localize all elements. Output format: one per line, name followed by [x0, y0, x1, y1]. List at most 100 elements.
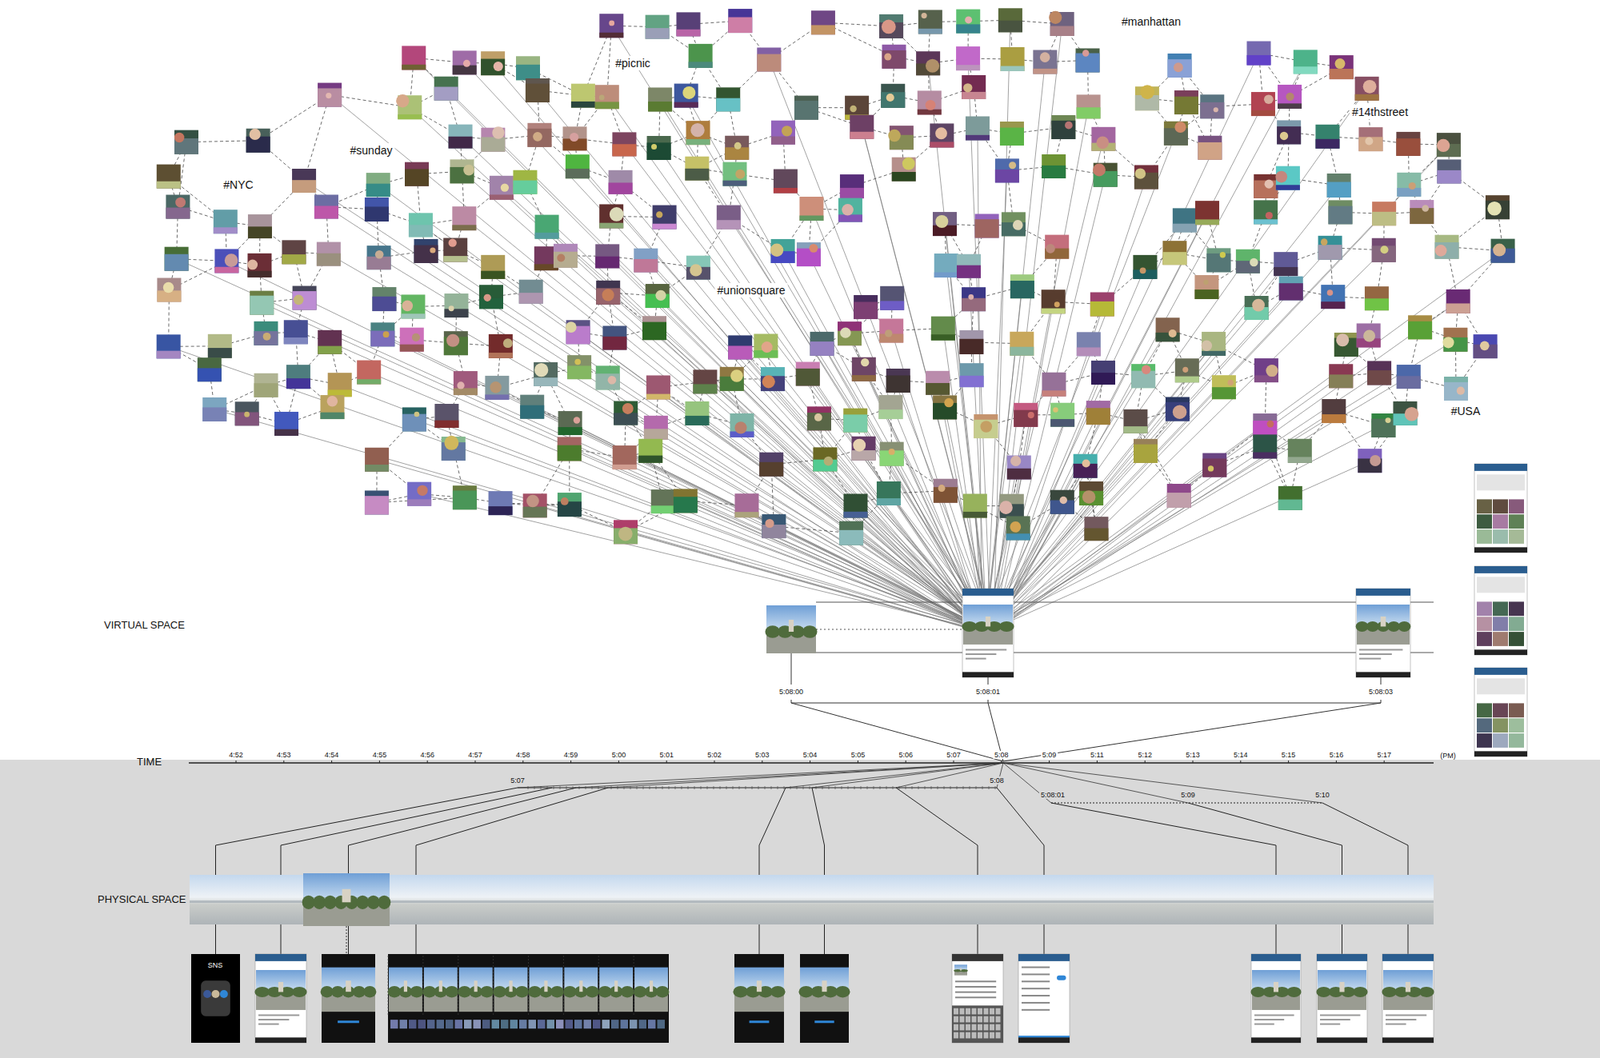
time-label: 5:02 [705, 751, 724, 760]
photo-thumbnail [839, 521, 864, 546]
photo-thumbnail [638, 439, 663, 464]
building [404, 980, 408, 992]
photo-detail [964, 16, 972, 24]
axis-tick [379, 760, 380, 764]
leader-line [791, 653, 792, 685]
app-header [952, 954, 1004, 962]
photo-detail [1435, 244, 1448, 257]
photo-detail [838, 214, 863, 222]
photo-detail [503, 338, 513, 348]
sub-tick [656, 786, 657, 790]
photo-detail [925, 383, 950, 396]
photo-detail [1140, 84, 1155, 100]
photo-detail [560, 497, 569, 506]
sub-tick [732, 786, 734, 790]
photo-detail [1086, 408, 1111, 425]
photo-detail [1249, 258, 1258, 267]
photo-detail [878, 409, 903, 420]
text-line [1254, 1014, 1295, 1016]
photo-thumbnail [1408, 315, 1432, 340]
grid-photo [1508, 733, 1524, 748]
photo-detail [888, 448, 896, 456]
photo-detail [796, 248, 821, 267]
hub-line [990, 106, 1089, 632]
photo-thumbnail [1277, 84, 1302, 109]
photo-thumbnail [933, 479, 958, 504]
photo-detail [764, 519, 774, 528]
photo-detail [960, 376, 984, 388]
photo-detail [1064, 121, 1073, 130]
photo-detail [963, 512, 988, 519]
photo-detail [647, 142, 672, 160]
photo-thumbnail [372, 287, 396, 312]
time-label: 4:55 [371, 751, 389, 760]
photo-detail [327, 396, 339, 408]
photo-detail [1212, 387, 1236, 400]
axis-tick [570, 760, 572, 764]
photo-detail [356, 379, 381, 384]
photo-thumbnail [716, 87, 740, 112]
photo-detail [565, 321, 577, 333]
photo-thumbnail [956, 9, 980, 34]
photo-detail [1436, 170, 1461, 184]
photo-detail [248, 226, 272, 239]
photo-detail [809, 244, 819, 253]
photo-thumbnail [931, 316, 956, 341]
photo-thumbnail [1279, 276, 1304, 301]
photo-detail [1364, 298, 1389, 311]
photo-detail [642, 322, 667, 341]
photo-detail [1000, 66, 1025, 72]
time-label: 5:05 [849, 751, 868, 760]
photo-detail [633, 259, 658, 273]
fan-line [1003, 763, 1323, 804]
leader-line [416, 788, 608, 955]
photo-thumbnail [452, 50, 477, 75]
sub-tick [777, 786, 779, 790]
photo-thumbnail [773, 169, 798, 194]
time-label: 5:15 [1280, 751, 1298, 760]
photo-detail [281, 254, 306, 264]
sub-tick [688, 786, 689, 790]
photo-thumbnail [208, 334, 232, 359]
building [439, 980, 443, 992]
photo-detail [1385, 417, 1392, 424]
sub-tick [713, 786, 715, 790]
grid-photo [1476, 703, 1492, 718]
photo-thumbnail [1091, 360, 1116, 385]
photo-detail [444, 436, 459, 451]
photo-detail [480, 136, 505, 152]
hub-line [569, 448, 984, 632]
sub-tick [835, 786, 836, 790]
text-line [1385, 1024, 1407, 1026]
photo-thumbnail [1076, 332, 1101, 356]
photo-detail [595, 256, 620, 269]
photo-detail [1492, 244, 1506, 257]
axis-tick [283, 760, 284, 764]
sub-tick [976, 786, 977, 790]
photo-detail [1131, 371, 1156, 388]
photo-detail [1318, 244, 1343, 260]
hashtag-label: #USA [1448, 404, 1484, 419]
app-header [1382, 954, 1434, 962]
sub-tick [700, 786, 702, 790]
photo-detail [925, 100, 936, 111]
photo-detail [686, 139, 711, 145]
photo-thumbnail [408, 212, 433, 237]
time-label: 4:54 [323, 751, 341, 760]
photo-thumbnail [929, 123, 954, 148]
photo-detail [1050, 419, 1075, 428]
hub-line [414, 419, 994, 632]
photo-detail [1408, 321, 1432, 340]
key [965, 1024, 971, 1032]
section-label: VIRTUAL SPACE [104, 620, 185, 632]
photo-thumbnail [1131, 364, 1156, 388]
sub-tick [662, 786, 664, 790]
photo-detail [796, 368, 820, 387]
key [989, 1024, 995, 1032]
photo-detail [973, 420, 998, 439]
photo-thumbnail [1041, 154, 1066, 179]
sub-tick [924, 786, 926, 790]
screen-bg [1474, 668, 1528, 757]
filter-thumb [492, 1020, 500, 1029]
leader-line [216, 788, 519, 955]
